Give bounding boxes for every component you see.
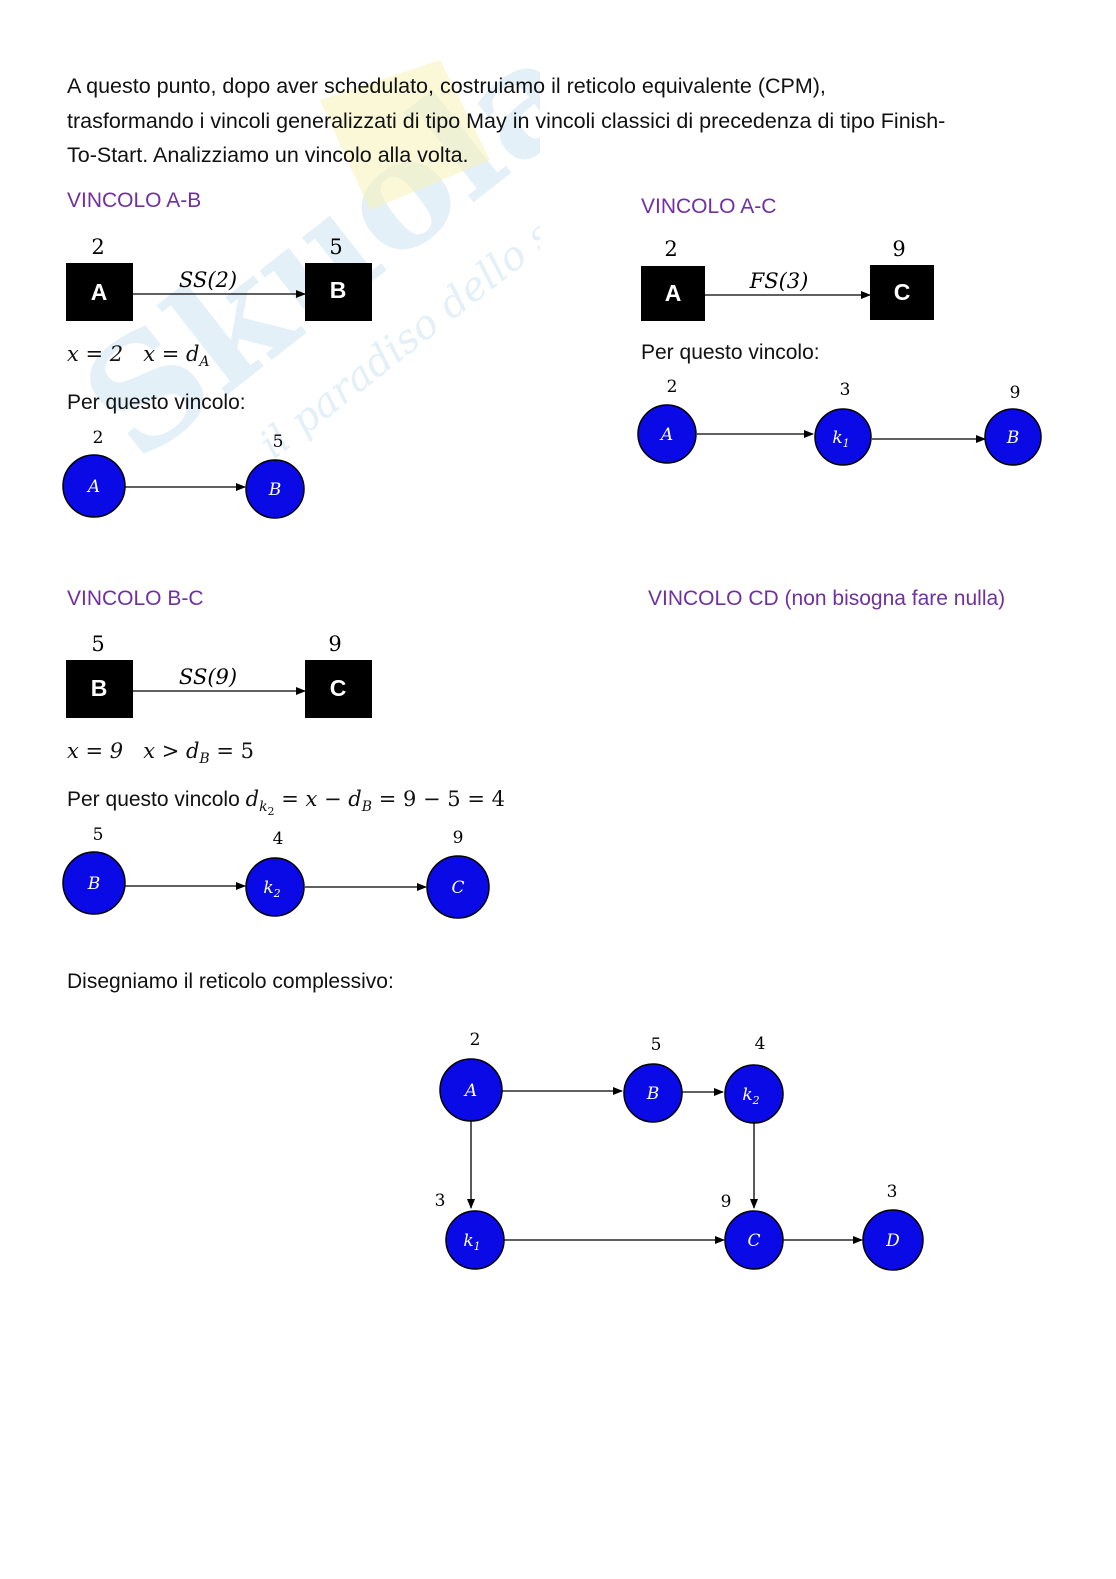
bc-node-k2 [245, 857, 305, 917]
ac-box-to [870, 265, 934, 320]
net-node-c-label: C [747, 1231, 760, 1251]
bc-box-from-label: B [91, 675, 108, 701]
bc-box-to-label: C [330, 675, 347, 701]
net-node-a-label: A [463, 1081, 477, 1101]
ab-equations: x = 2 x = dA [67, 342, 210, 370]
bc-node-diagram: 5 4 9 B k2 C [62, 825, 490, 919]
ac-box-from-value: 2 [664, 237, 677, 261]
bc-node-c-label: C [451, 878, 464, 898]
net-node-d-value: 3 [887, 1182, 898, 1202]
bc-per-text: Per questo vincolo dk2 = x − dB = 9 − 5 … [67, 787, 505, 818]
ac-node-a [637, 404, 697, 464]
intro-line-2: trasformando i vincoli generalizzati di … [67, 108, 946, 133]
bc-node-b-value: 5 [93, 825, 104, 845]
bc-node-b-label: B [87, 874, 101, 894]
net-node-c-value: 9 [721, 1192, 732, 1212]
ab-node-a [62, 454, 126, 518]
ac-constraint-label: FS(3) [749, 269, 809, 293]
net-node-k1 [445, 1210, 505, 1270]
bc-box-from-value: 5 [91, 632, 104, 656]
overall-text: Disegniamo il reticolo complessivo: [67, 970, 394, 993]
ab-box-from-value: 2 [91, 235, 104, 259]
ab-box-from [66, 263, 133, 321]
ac-node-b [984, 408, 1042, 466]
ac-node-k1-label: k1 [832, 428, 849, 450]
bc-node-b [62, 851, 126, 915]
ac-node-k1 [814, 408, 872, 466]
ac-node-k1-value: 3 [840, 380, 851, 400]
net-node-k1-label: k1 [463, 1231, 480, 1253]
ac-per-text: Per questo vincolo: [641, 341, 820, 364]
ab-box-to-value: 5 [329, 235, 342, 259]
bc-box-to [305, 660, 372, 718]
net-node-k2-value: 4 [755, 1034, 766, 1054]
ac-box-from-label: A [665, 280, 682, 306]
bc-eq2: x > d [143, 739, 200, 763]
ab-node-b-value: 5 [273, 432, 284, 452]
net-node-k2-label: k2 [742, 1085, 759, 1107]
bc-eq1: x = 9 [67, 739, 124, 763]
net-node-k1-value: 3 [435, 1191, 446, 1211]
ac-box-to-value: 9 [892, 237, 905, 261]
bc-node-k2-value: 4 [273, 829, 284, 849]
ab-node-a-label: A [86, 477, 100, 497]
ac-node-diagram: 2 3 9 A k1 B [637, 377, 1042, 466]
ab-box-to [305, 263, 372, 321]
ab-node-diagram: 2 5 A B [62, 428, 305, 519]
heading-vincolo-bc: VINCOLO B-C [67, 587, 204, 610]
intro-paragraph: A questo punto, dopo aver schedulato, co… [67, 69, 1057, 173]
ac-node-a-label: A [659, 425, 673, 445]
heading-vincolo-ac: VINCOLO A-C [641, 195, 777, 218]
ab-box-to-label: B [330, 277, 347, 303]
ac-box-to-label: C [894, 279, 911, 305]
bc-box-to-value: 9 [328, 632, 341, 656]
bc-node-c [426, 855, 490, 919]
bc-eq2-rhs: = 5 [209, 739, 255, 763]
net-node-a [439, 1058, 503, 1122]
heading-vincolo-ab: VINCOLO A-B [67, 189, 202, 212]
ac-node-b-value: 9 [1010, 383, 1021, 403]
net-node-b-value: 5 [651, 1035, 662, 1055]
ab-box-from-label: A [91, 279, 108, 305]
net-node-b-label: B [646, 1084, 660, 1104]
bc-box-from [66, 660, 133, 718]
bc-node-k2-label: k2 [263, 878, 280, 900]
bc-formula: dk2 = x − dB = 9 − 5 = 4 [245, 787, 505, 818]
heading-vincolo-cd: VINCOLO CD (non bisogna fare nulla) [648, 587, 1006, 610]
ab-per-text: Per questo vincolo: [67, 391, 246, 414]
ab-box-diagram: 2 5 A B SS(2) [66, 235, 372, 321]
net-node-c [724, 1210, 784, 1270]
net-node-a-value: 2 [470, 1030, 481, 1050]
ab-node-a-value: 2 [93, 428, 104, 448]
ac-box-diagram: 2 9 A C FS(3) [641, 237, 934, 321]
intro-line-3: To-Start. Analizziamo un vincolo alla vo… [67, 143, 469, 167]
net-node-b [623, 1063, 683, 1123]
bc-equations: x = 9 x > dB = 5 [67, 739, 254, 767]
ab-node-b [245, 459, 305, 519]
net-node-d-label: D [885, 1231, 900, 1251]
ab-eq1: x = 2 [67, 342, 124, 366]
ab-eq2-sub: A [199, 354, 210, 371]
bc-box-diagram: 5 9 B C SS(9) [66, 632, 372, 718]
ab-eq2: x = d [143, 342, 200, 366]
ab-node-b-label: B [268, 480, 282, 500]
ab-constraint-label: SS(2) [179, 268, 237, 292]
ac-box-from [641, 266, 705, 321]
bc-per-label: Per questo vincolo [67, 788, 246, 811]
intro-line-1: A questo punto, dopo aver schedulato, co… [67, 74, 826, 98]
bc-eq2-sub: B [199, 751, 210, 768]
net-node-d [862, 1209, 924, 1271]
bc-node-c-value: 9 [453, 828, 464, 848]
bc-constraint-label: SS(9) [179, 665, 237, 689]
ac-node-a-value: 2 [667, 377, 678, 397]
net-node-k2 [724, 1064, 784, 1124]
overall-network-diagram: 2 5 4 3 9 3 A B k2 k1 C D [435, 1030, 924, 1271]
ac-node-b-label: B [1006, 428, 1020, 448]
